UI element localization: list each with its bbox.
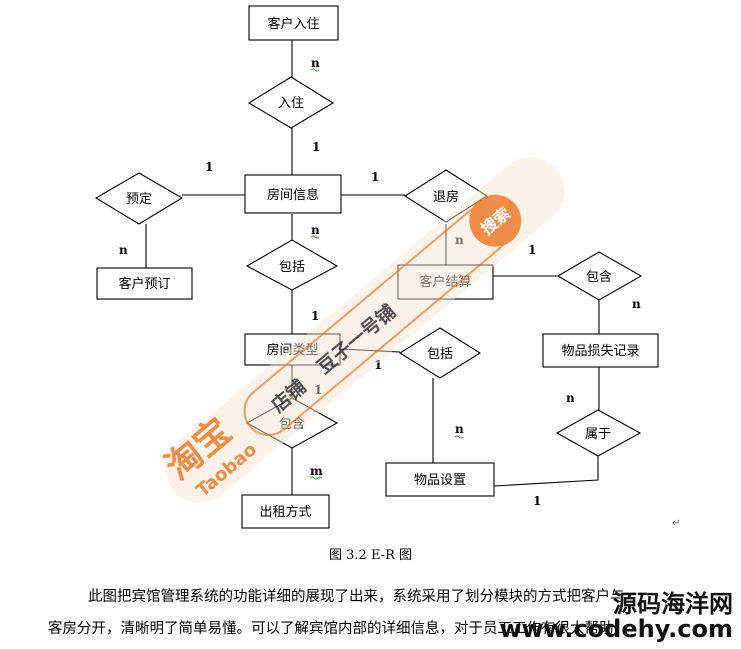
entity-label: 出租方式 xyxy=(259,504,311,520)
entity-kehu-yuding: 客户预订 xyxy=(96,267,193,300)
card-shezhi-right: 1 xyxy=(533,494,541,508)
entity-label: 物品设置 xyxy=(414,473,466,488)
card-leixing-baohan2: 1 xyxy=(314,383,322,397)
card-ruzhu-top: n xyxy=(311,56,320,70)
site-watermark-cn: 源码海洋网 xyxy=(613,590,733,618)
entity-label: 客户入住 xyxy=(267,16,319,32)
spellcheck-underlines xyxy=(309,68,464,480)
relation-baohan1: 包含 xyxy=(556,251,643,301)
watermark-band xyxy=(165,157,565,503)
paragraph-line-1: 此图把宾馆管理系统的功能详细的展现了出来，系统采用了划分模块的方式把客户与 xyxy=(88,589,625,605)
card-yuding-left: 1 xyxy=(205,160,213,174)
card-baohan1-bottom: n xyxy=(632,297,641,311)
taobao-watermark: 搜索 店铺 豆子一号铺 淘宝 Taobao xyxy=(158,157,565,503)
card-sunshi-bottom: n xyxy=(566,391,575,405)
relation-tuifang: 退房 xyxy=(403,169,489,223)
site-watermark-en: www.codehy.com xyxy=(499,615,733,644)
card-tuifang-left: 1 xyxy=(371,170,379,184)
relation-shuyu: 属于 xyxy=(555,409,642,457)
relation-label: 退房 xyxy=(433,189,459,205)
relation-label: 包括 xyxy=(427,347,453,362)
card-baohan2-bottom: m xyxy=(310,464,323,478)
card-baokuo2-bottom: n xyxy=(455,422,464,436)
relation-baokuo2: 包括 xyxy=(398,327,482,379)
entity-label: 客户结算 xyxy=(419,274,471,290)
relation-label: 预定 xyxy=(126,192,152,207)
cardinality-labels: n 1 1 n 1 n n 1 1 n 1 1 n n m 1 xyxy=(119,56,641,508)
line-shezhi-shuyu xyxy=(493,456,599,487)
entity-chuzu-fangshi: 出租方式 xyxy=(241,494,330,529)
entity-kehu-jiesuan: 客户结算 xyxy=(397,264,494,300)
entity-wupin-sunshi: 物品损失记录 xyxy=(542,333,659,368)
relation-yuding: 预定 xyxy=(94,172,184,225)
relation-ruzhu: 入住 xyxy=(247,76,335,129)
site-watermark: 源码海洋网 www.codehy.com xyxy=(499,590,733,644)
entity-label: 房间类型 xyxy=(266,342,318,358)
line-leixing-baokuo2 xyxy=(339,348,401,353)
relation-label: 入住 xyxy=(278,96,304,111)
entity-kehu-ruzhu: 客户入住 xyxy=(248,5,339,41)
card-jiesuan-right: 1 xyxy=(528,243,536,257)
figure-caption: 图 3.2 E-R 图 xyxy=(329,548,412,563)
paragraph-mark: ↵ xyxy=(672,518,680,529)
relation-label: 包括 xyxy=(279,260,305,275)
paragraph-line-2: 客房分开，清晰明了简单易懂。可以了解宾馆内部的详细信息，对于员工工作有很大帮助 xyxy=(48,621,614,637)
relation-baokuo1: 包括 xyxy=(245,239,339,291)
card-baokuo1-top: n xyxy=(311,223,320,237)
entity-label: 客户预订 xyxy=(118,276,170,292)
card-ruzhu-bottom: 1 xyxy=(312,140,320,154)
entity-fangjian-xinxi: 房间信息 xyxy=(244,174,342,214)
entity-label: 房间信息 xyxy=(267,187,319,203)
entity-label: 物品损失记录 xyxy=(561,344,639,359)
card-leixing-baokuo2: 1 xyxy=(374,358,382,372)
entity-fangjian-leixing: 房间类型 xyxy=(244,333,341,366)
card-tuifang-bottom: n xyxy=(455,233,464,247)
card-yuding-bottom: n xyxy=(119,243,128,257)
relation-label: 包含 xyxy=(586,269,612,285)
watermark-search-circle xyxy=(469,194,522,247)
card-baokuo1-bottom: 1 xyxy=(311,309,319,323)
relation-label: 属于 xyxy=(585,427,611,442)
entity-wupin-shezhi: 物品设置 xyxy=(385,462,495,497)
